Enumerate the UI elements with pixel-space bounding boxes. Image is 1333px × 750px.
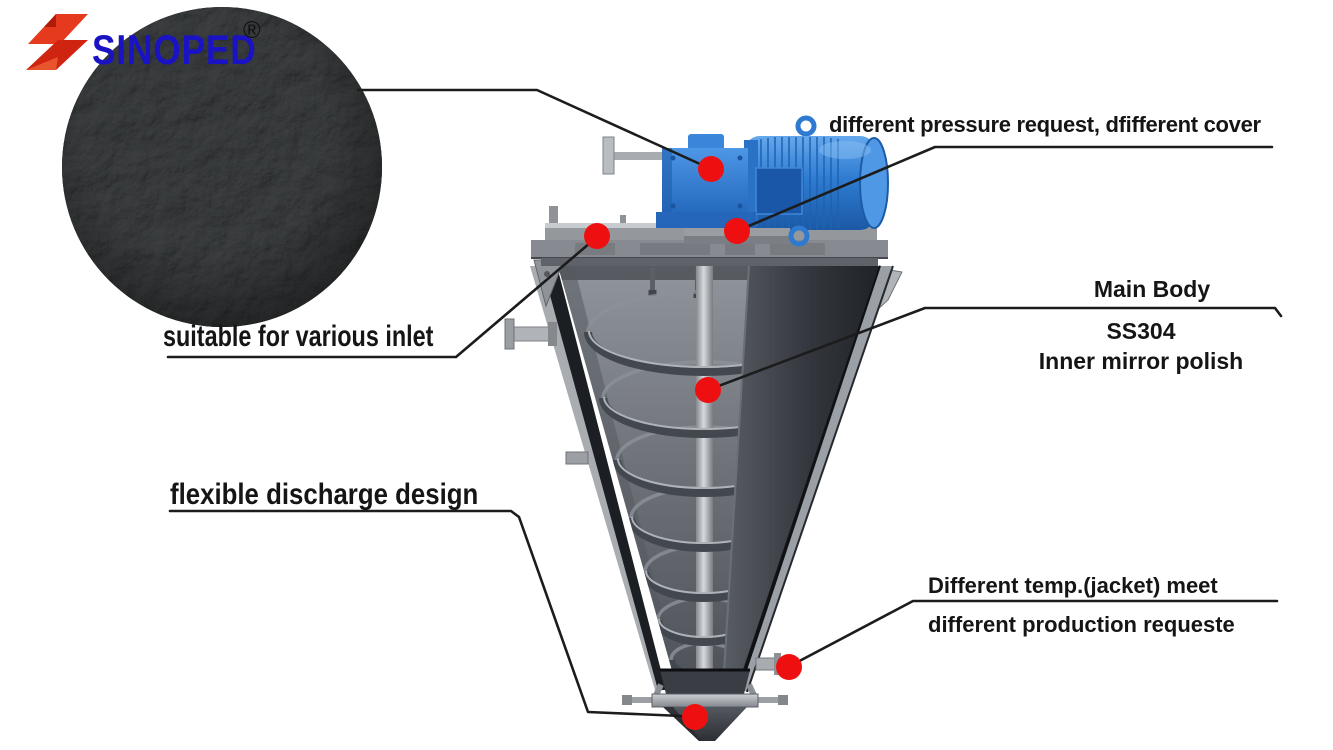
callout-main-body-material: SS304	[1106, 318, 1176, 344]
discharge-assembly	[622, 668, 788, 741]
callout-pressure-cover: different pressure request, dfifferent c…	[829, 112, 1261, 137]
leader-pressure-cover	[735, 145, 1274, 233]
leader-main-body	[706, 306, 1283, 392]
brand-name: SINOPED	[92, 27, 257, 74]
agitator-shaft	[696, 266, 713, 674]
callout-temperature-line1: Different temp.(jacket) meet	[928, 573, 1218, 598]
marker-dots	[584, 156, 802, 730]
callout-inlet: suitable for various inlet	[163, 320, 434, 353]
marker-jacket-nozzle	[776, 654, 802, 680]
marker-discharge-outlet	[682, 704, 708, 730]
lifting-eye-bottom-icon	[788, 225, 810, 247]
cone-right-shell	[722, 265, 894, 693]
brand-mark-icon	[26, 14, 88, 70]
inlet-nozzle	[504, 318, 557, 350]
leader-lines	[166, 88, 1283, 718]
registered-mark: ®	[243, 17, 261, 44]
callout-discharge: flexible discharge design	[170, 478, 479, 511]
leader-discharge	[168, 509, 684, 718]
lifting-eye-top-icon	[795, 115, 817, 137]
callout-temperature-line2: different production requeste	[928, 612, 1235, 637]
callout-main-body-specs: SS304 Inner mirror polish	[1039, 316, 1243, 376]
callout-main-body-title: Main Body	[1093, 276, 1211, 302]
cone-left-edge-outer	[530, 266, 660, 690]
leader-powder-to-gearbox	[356, 88, 713, 171]
leader-inlet	[166, 235, 599, 359]
marker-cover-center	[724, 218, 750, 244]
brand-logo: SINOPED ®	[26, 14, 261, 74]
cone-left-edge	[542, 266, 666, 690]
powder-sample-photo	[62, 7, 382, 327]
marker-gearbox-drive	[698, 156, 724, 182]
marker-main-body-shaft	[695, 377, 721, 403]
discharge-flange	[651, 693, 759, 708]
callout-main-body-finish: Inner mirror polish	[1038, 348, 1244, 374]
side-stub-nozzle	[565, 451, 589, 465]
marker-inlet-cover	[584, 223, 610, 249]
mixer-machine	[504, 115, 903, 741]
leader-temperature	[788, 599, 1279, 668]
